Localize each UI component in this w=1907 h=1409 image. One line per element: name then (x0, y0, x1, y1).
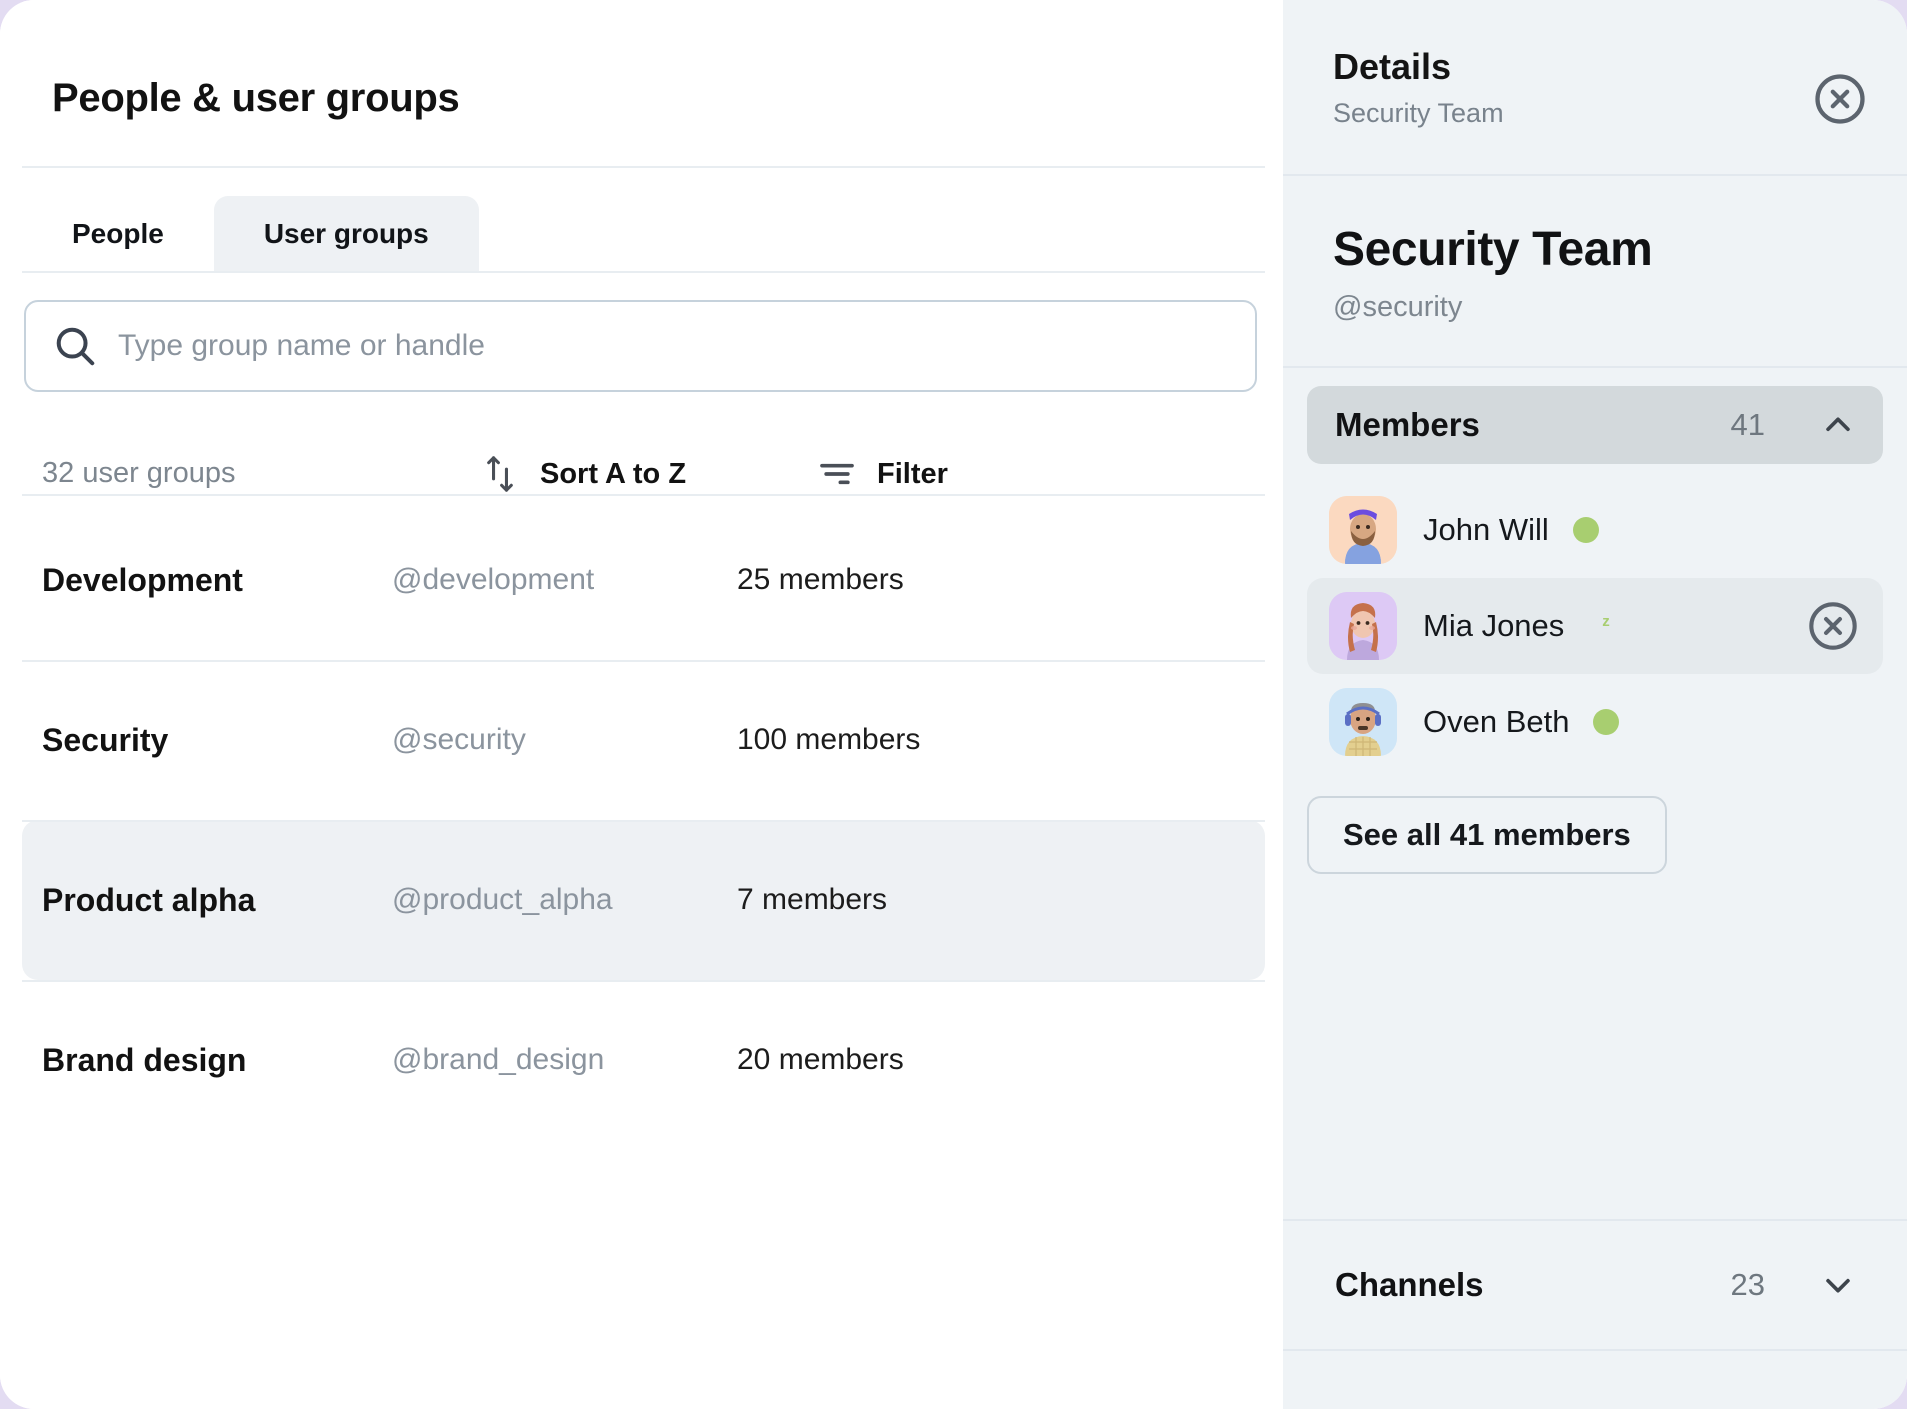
close-circle-icon[interactable] (1813, 72, 1867, 126)
toolbar-divider (22, 494, 1265, 496)
sort-arrows-icon (480, 453, 520, 495)
members-section: Members 41 (1283, 386, 1907, 464)
see-all-wrapper: See all 41 members (1283, 770, 1907, 874)
tab-bar: People User groups (22, 196, 1265, 272)
group-name: Product alpha (42, 881, 256, 918)
channels-divider-top (1283, 1219, 1907, 1221)
table-row[interactable]: Brand design @brand_design 20 members (22, 980, 1265, 1140)
sort-button[interactable]: Sort A to Z (480, 453, 686, 495)
group-name: Security (42, 721, 169, 758)
channels-section: Channels 23 (1283, 1219, 1907, 1351)
tab-user-groups[interactable]: User groups (213, 196, 479, 272)
details-header-divider (1283, 174, 1907, 176)
details-title: Details (1333, 46, 1452, 87)
group-handle: @security (392, 723, 526, 756)
table-row[interactable]: Security @security 100 members (22, 660, 1265, 820)
members-section-header[interactable]: Members 41 (1307, 386, 1883, 464)
table-row[interactable]: Development @development 25 members (22, 500, 1265, 660)
header-divider (22, 166, 1265, 168)
list-toolbar: 32 user groups Sort A to Z (22, 425, 1265, 525)
group-display-handle: @security (1333, 291, 1463, 323)
group-members: 100 members (737, 723, 921, 756)
table-row[interactable]: Product alpha @product_alpha 7 members (22, 820, 1265, 980)
identity-divider (1283, 366, 1907, 368)
avatar (1329, 688, 1397, 756)
search-icon (52, 323, 98, 369)
group-members: 20 members (737, 1043, 904, 1076)
group-handle: @product_alpha (392, 883, 613, 916)
sort-button-label: Sort A to Z (540, 457, 687, 490)
group-handle: @development (392, 563, 595, 596)
status-badge (1572, 517, 1599, 543)
main-content: People & user groups People User groups … (22, 76, 1265, 1140)
details-panel: Details Security Team Security Team @sec… (1283, 0, 1907, 1409)
avatar (1329, 592, 1397, 660)
channels-section-title: Channels (1335, 1266, 1484, 1303)
group-count-label: 32 user groups (42, 457, 236, 489)
tab-user-groups-label: User groups (263, 218, 429, 249)
list-item[interactable]: John Will (1307, 482, 1883, 578)
see-all-members-button[interactable]: See all 41 members (1307, 796, 1667, 874)
filter-icon (817, 453, 857, 495)
avatar (1329, 496, 1397, 564)
member-name: John Will (1423, 512, 1549, 547)
member-name: Oven Beth (1423, 704, 1570, 739)
group-handle: @brand_design (392, 1043, 605, 1076)
details-header: Details Security Team (1283, 0, 1907, 174)
group-name: Brand design (42, 1041, 247, 1078)
chevron-up-icon (1821, 408, 1855, 442)
channels-count-badge: 23 (1730, 1267, 1765, 1302)
group-identity: Security Team @security (1283, 176, 1907, 366)
user-group-list: Development @development 25 members Secu… (22, 500, 1265, 1140)
filter-button[interactable]: Filter (817, 453, 948, 495)
search-input[interactable] (118, 323, 1178, 369)
filter-button-label: Filter (877, 457, 948, 490)
status-badge: z (1586, 611, 1616, 641)
remove-member-icon[interactable] (1807, 600, 1859, 652)
group-name: Development (42, 561, 243, 598)
chevron-down-icon (1821, 1268, 1855, 1302)
members-count-badge: 41 (1730, 407, 1765, 442)
member-name: Mia Jones (1423, 608, 1565, 643)
list-item[interactable]: Oven Beth (1307, 674, 1883, 770)
channels-section-header[interactable]: Channels 23 (1283, 1221, 1907, 1349)
members-section-title: Members (1335, 406, 1480, 443)
group-display-name: Security Team (1333, 223, 1653, 276)
group-members: 7 members (737, 883, 888, 916)
status-badge (1593, 709, 1620, 735)
list-item[interactable]: Mia Jones z (1307, 578, 1883, 674)
channels-divider-bottom (1283, 1349, 1907, 1351)
tab-people[interactable]: People (22, 196, 214, 272)
members-list: John Will (1283, 464, 1907, 770)
tab-bar-divider (22, 271, 1265, 273)
tab-people-label: People (72, 218, 164, 249)
page-title: People & user groups (52, 76, 460, 120)
search-field[interactable] (24, 300, 1257, 392)
group-members: 25 members (737, 563, 904, 596)
svg-text:z: z (1603, 613, 1611, 630)
details-subtitle: Security Team (1333, 97, 1504, 128)
